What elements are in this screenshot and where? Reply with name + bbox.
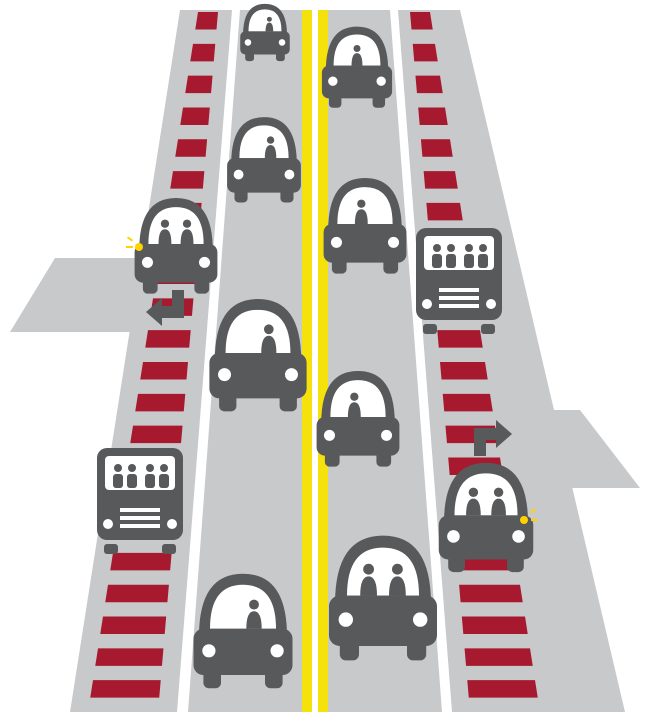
bus-icon xyxy=(97,448,183,554)
bus-lane-stripe xyxy=(110,553,171,571)
bus-lane-stripe xyxy=(190,44,215,62)
bus-lane-stripe xyxy=(440,362,488,380)
bus-lane-stripe xyxy=(421,139,453,157)
bus-lane-stripe xyxy=(180,107,210,125)
bus-lane-stripe xyxy=(95,648,163,666)
bus-lane-stripe xyxy=(100,617,166,635)
center-line-right xyxy=(318,10,328,712)
bus-lane-stripe xyxy=(130,426,182,444)
bus-lane-stripe xyxy=(459,585,523,603)
bus-lane-stripe xyxy=(410,12,433,30)
bus-lane-stripe xyxy=(424,171,458,189)
bus-lane-stripe xyxy=(465,648,533,666)
bus-lane-stripe xyxy=(418,107,448,125)
bus-lane-stripe xyxy=(415,76,442,94)
bus-lane-stripe xyxy=(145,330,190,348)
bus-lane-stripe xyxy=(105,585,169,603)
bus-lane-stripe xyxy=(175,139,207,157)
bus-lane-stripe xyxy=(90,680,160,698)
bus-lane-stripe xyxy=(195,12,218,30)
bus-lane-stripe xyxy=(140,362,188,380)
bus-lane-stripe xyxy=(467,680,537,698)
bus-lane-stripe xyxy=(185,76,212,94)
bus-lane-stripe xyxy=(462,617,528,635)
bus-lane-stripe xyxy=(413,44,438,62)
bus-lane-stripe xyxy=(437,330,482,348)
bus-icon xyxy=(416,228,502,334)
bus-lane-stripe xyxy=(443,394,493,412)
bus-lane-stripe xyxy=(170,171,204,189)
bus-lane-stripe xyxy=(426,203,462,221)
bus-lane-stripe xyxy=(135,394,185,412)
